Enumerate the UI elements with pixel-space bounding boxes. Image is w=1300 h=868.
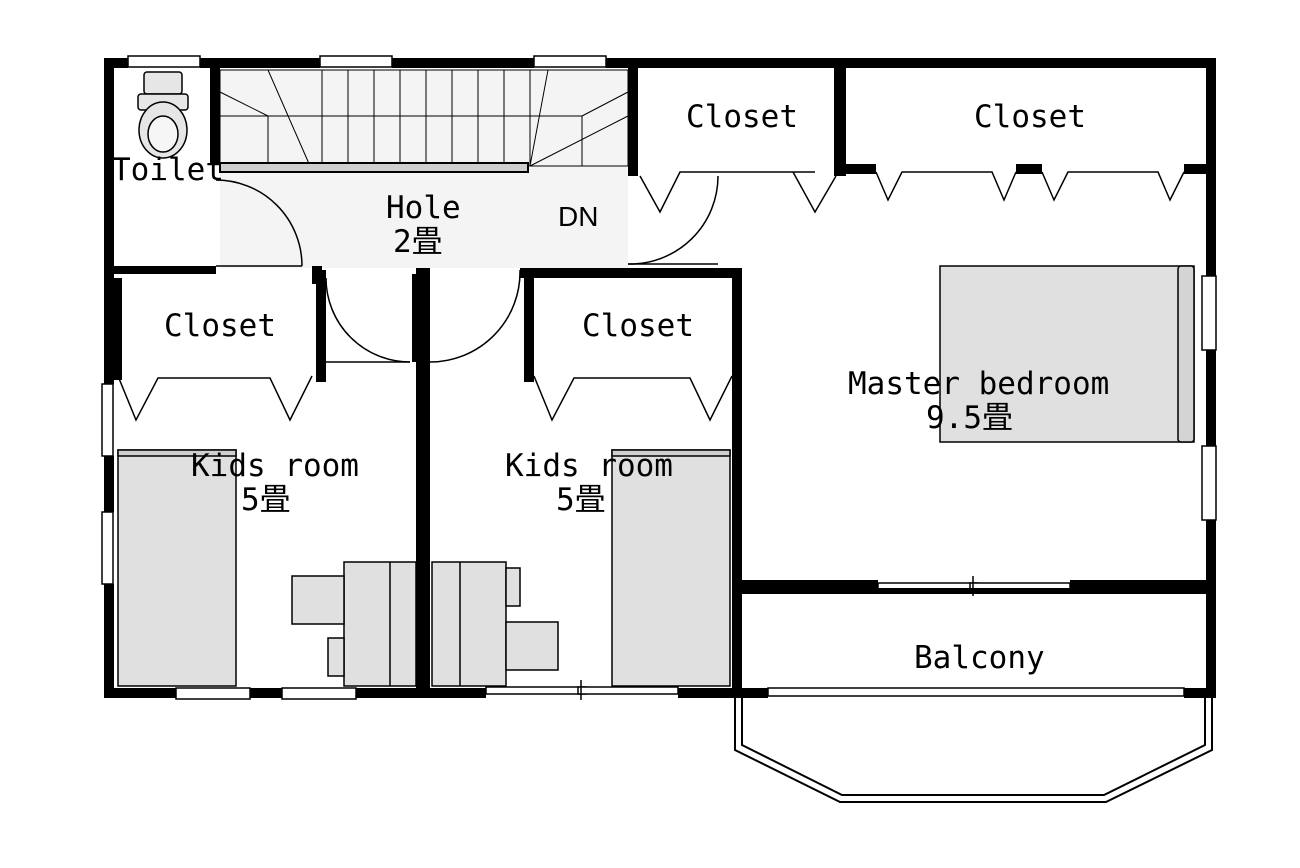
windows [101, 55, 1217, 700]
kids-room-left-size: 5畳 [241, 482, 291, 518]
kids-room-mid-size: 5畳 [556, 482, 606, 518]
walls [104, 58, 1216, 698]
beds [117, 265, 1195, 687]
closet-label-top-right: Closet [974, 99, 1086, 135]
hole-label: Hole [386, 190, 461, 226]
master-bedroom-label: Master bedroom [848, 366, 1109, 402]
kids-room-mid-label: Kids room [505, 448, 673, 484]
balcony-label: Balcony [914, 640, 1045, 676]
sliding-doors [485, 576, 1185, 700]
master-bedroom-size: 9.5畳 [926, 400, 1013, 436]
hole-size: 2畳 [393, 224, 443, 260]
closet-doors [117, 171, 1185, 422]
toilet-label: Toilet [112, 152, 224, 188]
kids-room-left-label: Kids room [191, 448, 359, 484]
balcony-bay [734, 695, 1213, 803]
closet-label-kids-left: Closet [164, 308, 276, 344]
closet-label-top-left: Closet [686, 99, 798, 135]
desks [291, 561, 559, 687]
stairs-down-label: DN [558, 201, 598, 232]
toilet-fixture [137, 71, 189, 159]
stair-handrail [219, 162, 529, 173]
swing-doors [215, 175, 719, 363]
closet-label-kids-mid: Closet [582, 308, 694, 344]
